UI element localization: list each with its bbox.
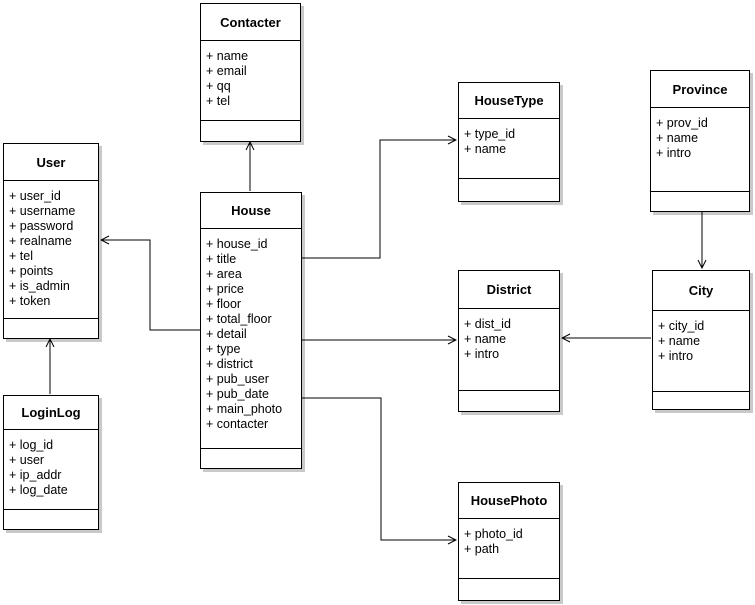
attribute-housephoto-1: + path [464,542,500,556]
class-box-district[interactable]: District + dist_id+ name+ intro [458,270,560,412]
attribute-city-1: + name [658,334,701,348]
attribute-house-5: + total_floor [206,312,272,326]
attribute-house-0: + house_id [206,237,268,251]
attribute-housetype-0: + type_id [464,127,516,141]
attribute-loginlog-2: + ip_addr [9,468,62,482]
attribute-loginlog-1: + user [9,453,45,467]
attribute-contacter-3: + tel [206,94,230,108]
attribute-province-2: + intro [656,146,692,160]
class-box-house[interactable]: House + house_id+ title+ area+ price+ fl… [200,192,302,469]
attribute-user-3: + realname [9,234,72,248]
attribute-user-1: + username [9,204,76,218]
attribute-house-1: + title [206,252,237,266]
attribute-user-5: + points [9,264,54,278]
class-attributes-contacter: + name+ email+ qq+ tel [201,41,300,121]
attribute-user-4: + tel [9,249,33,263]
attribute-loginlog-3: + log_date [9,483,68,497]
class-attributes-loginlog: + log_id+ user+ ip_addr+ log_date [4,430,98,510]
attribute-user-7: + token [9,294,51,308]
attribute-house-11: + main_photo [206,402,283,416]
attribute-house-12: + contacter [206,417,269,431]
class-title-house: House [201,193,301,229]
attribute-house-8: + district [206,357,253,371]
attribute-loginlog-0: + log_id [9,438,54,452]
attribute-contacter-0: + name [206,49,249,63]
class-title-district: District [459,271,559,309]
class-box-user[interactable]: User + user_id+ username+ password+ real… [3,143,99,339]
attribute-district-0: + dist_id [464,317,511,331]
attribute-housetype-1: + name [464,142,507,156]
class-attributes-province: + prov_id+ name+ intro [651,108,749,192]
attribute-district-1: + name [464,332,507,346]
class-title-contacter: Contacter [201,4,300,41]
class-title-housephoto: HousePhoto [459,483,559,519]
class-box-housephoto[interactable]: HousePhoto + photo_id+ path [458,482,560,601]
class-attributes-user: + user_id+ username+ password+ realname+… [4,181,98,319]
class-box-contacter[interactable]: Contacter + name+ email+ qq+ tel [200,3,301,142]
attribute-house-3: + price [206,282,244,296]
attribute-province-1: + name [656,131,699,145]
attribute-house-10: + pub_date [206,387,269,401]
class-title-user: User [4,144,98,181]
class-box-province[interactable]: Province + prov_id+ name+ intro [650,70,750,212]
class-attributes-housephoto: + photo_id+ path [459,519,559,579]
association-house-to-housephoto[interactable] [302,397,456,540]
class-box-housetype[interactable]: HouseType + type_id+ name [458,82,560,202]
attribute-house-9: + pub_user [206,372,269,386]
attribute-house-4: + floor [206,297,242,311]
attribute-house-7: + type [206,342,241,356]
attribute-user-6: + is_admin [9,279,70,293]
class-title-province: Province [651,71,749,108]
attribute-contacter-1: + email [206,64,247,78]
attribute-housephoto-0: + photo_id [464,527,523,541]
attribute-house-2: + area [206,267,242,281]
attribute-user-0: + user_id [9,189,61,203]
attribute-district-2: + intro [464,347,500,361]
attribute-province-0: + prov_id [656,116,708,130]
association-house-to-user[interactable] [101,240,200,331]
attribute-city-2: + intro [658,349,694,363]
class-box-city[interactable]: City + city_id+ name+ intro [652,270,750,410]
attribute-city-0: + city_id [658,319,705,333]
class-attributes-housetype: + type_id+ name [459,119,559,179]
class-title-housetype: HouseType [459,83,559,119]
class-attributes-district: + dist_id+ name+ intro [459,309,559,391]
class-title-city: City [653,271,749,311]
class-box-loginlog[interactable]: LoginLog + log_id+ user+ ip_addr+ log_da… [3,395,99,530]
class-title-loginlog: LoginLog [4,396,98,430]
association-house-to-housetype[interactable] [302,140,456,259]
class-attributes-house: + house_id+ title+ area+ price+ floor+ t… [201,229,301,449]
attribute-user-2: + password [9,219,74,233]
class-attributes-city: + city_id+ name+ intro [653,311,749,392]
attribute-contacter-2: + qq [206,79,231,93]
attribute-house-6: + detail [206,327,247,341]
